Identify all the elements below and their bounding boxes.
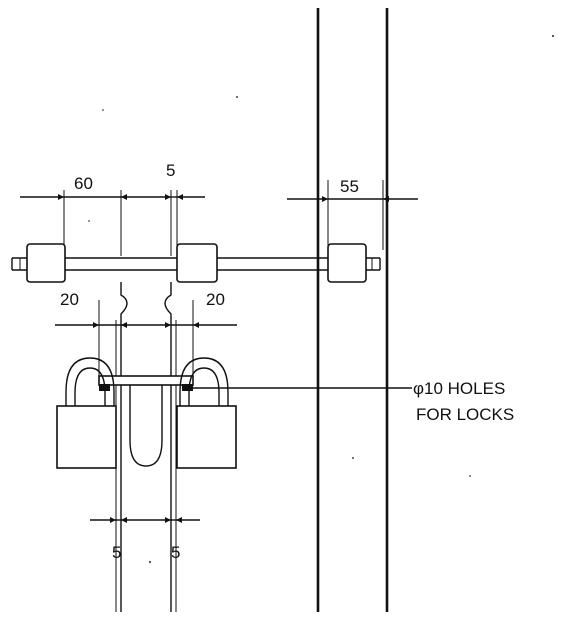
lock-hole-right xyxy=(182,384,193,391)
lock-holes-callout: φ10 HOLES FOR LOCKS xyxy=(188,379,514,424)
door-frame xyxy=(316,8,389,612)
top-dimensions: 60 5 55 xyxy=(20,161,418,256)
guide-block-left xyxy=(26,243,66,283)
dim-label-right-20: 20 xyxy=(206,290,225,309)
mid-dimensions: 20 20 xyxy=(55,290,237,382)
scan-specks xyxy=(88,34,555,564)
latch-bar-assembly xyxy=(11,243,381,283)
dim-label-55: 55 xyxy=(340,177,359,196)
guide-block-right xyxy=(327,243,367,283)
padlock-right xyxy=(176,357,237,469)
dim-label-left-20: 20 xyxy=(60,290,79,309)
dim-label-60: 60 xyxy=(74,174,93,193)
guide-block-center xyxy=(176,243,218,283)
bottom-dimensions: 5 5 xyxy=(90,517,200,562)
callout-line-1: φ10 HOLES xyxy=(413,379,505,398)
dim-label-top-5: 5 xyxy=(166,161,175,180)
padlock-left xyxy=(56,357,117,469)
dim-label-bottom-right-5: 5 xyxy=(171,543,180,562)
callout-line-2: FOR LOCKS xyxy=(416,405,514,424)
dim-label-bottom-left-5: 5 xyxy=(112,543,121,562)
hasp-stem xyxy=(115,282,177,612)
